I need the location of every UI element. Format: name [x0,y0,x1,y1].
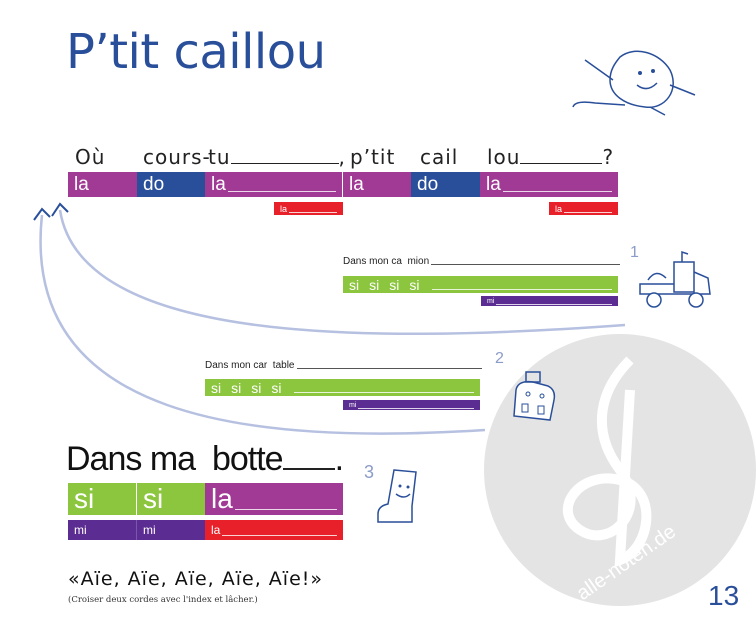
note-label: si [271,379,282,396]
note-label: la [74,173,89,195]
underline [431,289,612,290]
underline [358,408,474,409]
pebble-character-icon [572,50,696,116]
underline [502,191,612,192]
underline [282,468,335,470]
note-bar-la: la [343,172,411,197]
lyric-punct: ? [602,145,615,169]
lyric-line: Dans ma botte [66,440,284,478]
lyric-line: Dans mon car table [205,360,295,371]
note-label: mi [487,297,495,305]
lyric-punct: . [334,440,345,478]
note-bar-si: si [137,483,205,515]
verse-number: 3 [364,462,375,482]
note-bar-la: la [205,483,343,515]
instruction-text: (Croiser deux cordes avec l'index et lâc… [68,595,258,605]
underline [230,163,339,164]
note-bar-la: la [205,520,343,540]
note-label: si [369,276,380,293]
underline [496,304,612,305]
note-label: si [389,276,400,293]
lyric-line: Dans mon ca mion [343,256,430,267]
lyric-row: Où [75,145,106,169]
lyric-row: cail [420,145,459,169]
note-label: si [349,276,360,293]
boot-icon [377,469,417,523]
underline [520,163,603,164]
note-bar-do: do [411,172,480,197]
note-label: mi [143,523,156,537]
note-label: la [349,173,364,195]
page-number: 13 [708,580,740,611]
underline [431,264,620,265]
note-bar-mi: mi [68,520,137,540]
lyric-row: Dans mon car table [205,360,482,371]
note-bar-si: si [68,483,137,515]
lyric-row: cours- [143,145,211,169]
lyric-row: tu, [208,145,346,169]
low-note-bar-la: la [549,202,618,215]
note-label: si [143,483,164,514]
note-label: la [211,483,233,514]
lyric-punct: , [338,145,346,169]
underline [564,212,612,213]
schoolbag-icon [513,371,556,421]
lyric-word: tu [208,145,231,169]
truck-icon [639,250,711,308]
lyric-row: lou? [487,145,614,169]
note-label: si [74,483,95,514]
lyric-row: Dans mon ca mion [343,256,620,267]
repeat-arrows [33,202,626,435]
note-label: do [417,173,439,195]
underline [293,392,474,393]
note-bar-la: la [480,172,618,197]
verse-number: 1 [630,244,639,261]
note-label: si [251,379,262,396]
underline [222,535,337,536]
note-label: si [409,276,420,293]
note-label: mi [74,523,87,537]
lyric-word: lou [487,145,521,169]
underline [296,368,482,369]
note-label: mi [349,401,357,409]
verse-number: 2 [495,350,504,367]
note-bar-mi: mi [137,520,205,540]
note-label: la [211,523,221,537]
note-label: la [211,173,226,195]
note-label: la [555,203,563,214]
note-bar-la: la [205,172,343,197]
exclamation-text: «Aïe, Aïe, Aïe, Aïe, Aïe!» [68,568,324,590]
low-note-bar-la: la [274,202,343,215]
underline [289,212,337,213]
underline [234,509,337,510]
note-bar-do: do [137,172,205,197]
note-label: si [211,379,222,396]
lyric-row: p’tit [350,145,396,169]
note-bar-la: la [68,172,137,197]
note-label: la [280,203,288,214]
note-label: la [486,173,501,195]
page-title: P’tit caillou [66,24,326,80]
note-label: do [143,173,165,195]
underline [227,191,336,192]
note-label: si [231,379,242,396]
